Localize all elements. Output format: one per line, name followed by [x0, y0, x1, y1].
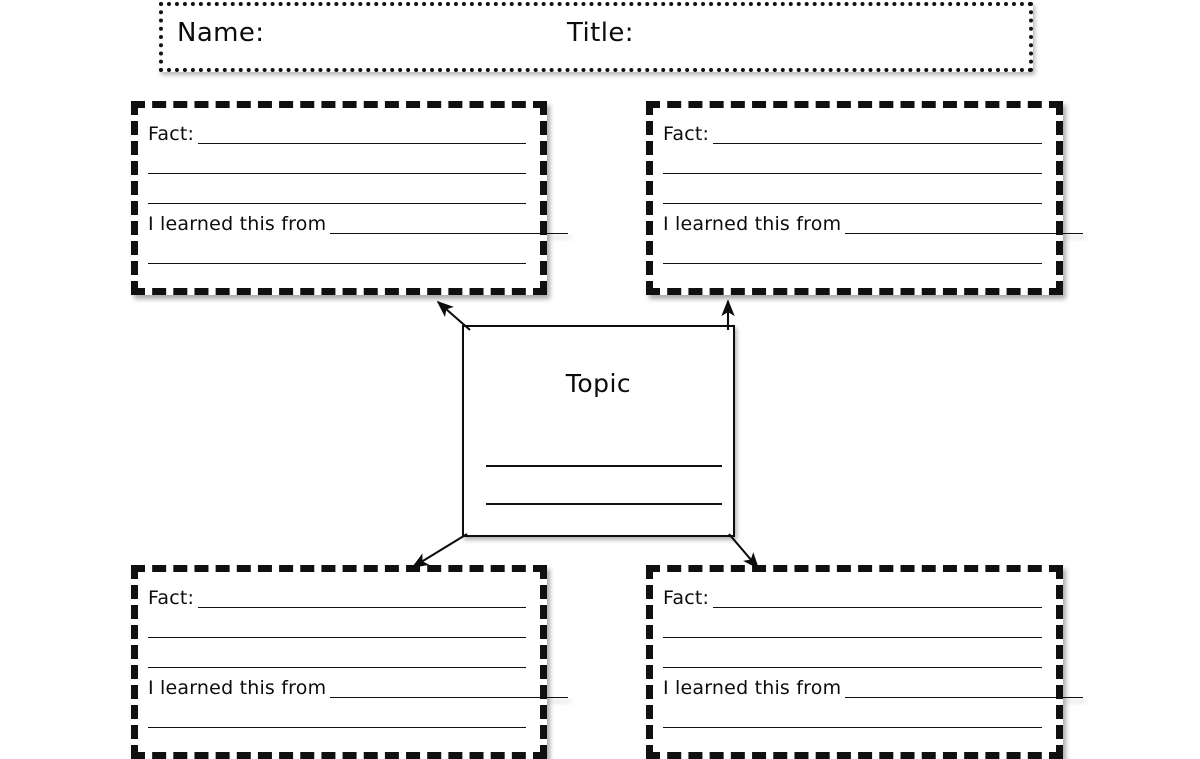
fact-line[interactable]: Fact: [663, 581, 1042, 611]
blank-line[interactable] [663, 701, 1042, 731]
write-rule[interactable] [663, 637, 1042, 638]
blank-line[interactable] [148, 177, 526, 207]
name-label: Name: [177, 18, 265, 48]
source-line[interactable]: I learned this from [148, 207, 569, 237]
source-line[interactable]: I learned this from [663, 671, 1084, 701]
topic-label: Topic [565, 369, 632, 398]
topic-write-rule[interactable] [486, 465, 722, 467]
write-rule[interactable] [148, 203, 526, 204]
write-rule[interactable] [330, 697, 569, 698]
fact-box-content: Fact: I learned this from [653, 108, 1084, 288]
blank-line[interactable] [148, 701, 526, 731]
blank-line[interactable] [148, 611, 526, 641]
worksheet-canvas: Name: Title: Fact: I learned this from [131, 2, 1084, 759]
fact-box-content: Fact: I learned this from [138, 572, 569, 752]
write-rule[interactable] [663, 667, 1042, 668]
fact-label: Fact: [663, 587, 710, 609]
fact-label: Fact: [663, 123, 710, 145]
fact-box-bottom-left[interactable]: Fact: I learned this from [131, 565, 569, 759]
source-label: I learned this from [663, 213, 842, 235]
write-rule[interactable] [845, 697, 1084, 698]
source-line[interactable]: I learned this from [148, 671, 569, 701]
write-rule[interactable] [663, 173, 1042, 174]
blank-line[interactable] [148, 641, 526, 671]
source-label: I learned this from [663, 677, 842, 699]
fact-box-top-right[interactable]: Fact: I learned this from [646, 101, 1084, 295]
blank-line[interactable] [663, 611, 1042, 641]
fact-box-content: Fact: I learned this from [653, 572, 1084, 752]
write-rule[interactable] [148, 263, 526, 264]
write-rule[interactable] [330, 233, 569, 234]
fact-label: Fact: [148, 123, 195, 145]
blank-line[interactable] [148, 147, 526, 177]
title-label: Title: [567, 18, 634, 48]
arrow-topic-to-bottom-left [411, 533, 468, 568]
write-rule[interactable] [148, 637, 526, 638]
blank-line[interactable] [663, 641, 1042, 671]
header-box[interactable]: Name: Title: [159, 2, 1033, 72]
fact-label: Fact: [148, 587, 195, 609]
topic-box[interactable]: Topic [462, 325, 735, 537]
source-label: I learned this from [148, 213, 327, 235]
write-rule[interactable] [148, 667, 526, 668]
write-rule[interactable] [663, 727, 1042, 728]
source-label: I learned this from [148, 677, 327, 699]
source-line[interactable]: I learned this from [663, 207, 1084, 237]
write-rule[interactable] [713, 143, 1042, 144]
write-rule[interactable] [713, 607, 1042, 608]
write-rule[interactable] [845, 233, 1084, 234]
write-rule[interactable] [148, 173, 526, 174]
blank-line[interactable] [663, 237, 1042, 267]
fact-box-top-left[interactable]: Fact: I learned this from [131, 101, 569, 295]
blank-line[interactable] [663, 147, 1042, 177]
write-rule[interactable] [198, 607, 526, 608]
write-rule[interactable] [198, 143, 526, 144]
write-rule[interactable] [663, 263, 1042, 264]
write-rule[interactable] [148, 727, 526, 728]
write-rule[interactable] [663, 203, 1042, 204]
topic-write-rule[interactable] [486, 503, 722, 505]
fact-line[interactable]: Fact: [148, 581, 526, 611]
blank-line[interactable] [663, 177, 1042, 207]
fact-line[interactable]: Fact: [148, 117, 526, 147]
arrow-topic-to-bottom-right [728, 533, 760, 570]
fact-line[interactable]: Fact: [663, 117, 1042, 147]
fact-box-content: Fact: I learned this from [138, 108, 569, 288]
fact-box-bottom-right[interactable]: Fact: I learned this from [646, 565, 1084, 759]
blank-line[interactable] [148, 237, 526, 267]
